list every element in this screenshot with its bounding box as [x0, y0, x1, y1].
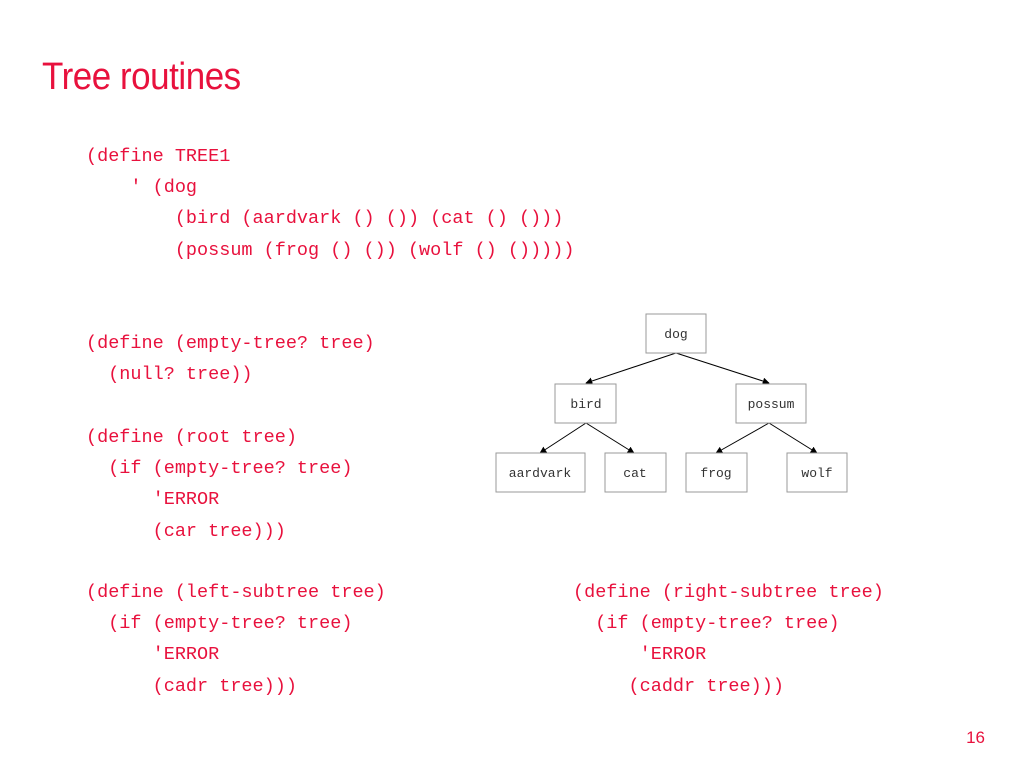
tree-node-label: frog	[700, 466, 731, 481]
tree-node-cat: cat	[604, 452, 667, 493]
code-define-root: (define (root tree) (if (empty-tree? tre…	[86, 427, 353, 542]
slide-title: Tree routines	[42, 56, 241, 98]
tree-node-possum: possum	[735, 383, 807, 424]
edge-possum-wolf	[768, 422, 818, 454]
tree-node-label: dog	[664, 327, 687, 342]
tree-node-label: possum	[748, 397, 795, 412]
tree-node-label: aardvark	[509, 466, 572, 481]
edge-bird-aardvark	[539, 422, 587, 454]
page-number: 16	[966, 728, 985, 747]
tree-node-dog: dog	[645, 313, 707, 354]
edge-dog-bird	[585, 352, 677, 385]
code-define-left-subtree: (define (left-subtree tree) (if (empty-t…	[86, 582, 386, 697]
tree-node-label: cat	[623, 466, 646, 481]
code-define-right-subtree: (define (right-subtree tree) (if (empty-…	[573, 582, 884, 697]
tree-node-label: bird	[570, 397, 601, 412]
tree-node-frog: frog	[685, 452, 748, 493]
tree-node-bird: bird	[554, 383, 617, 424]
edge-possum-frog	[715, 422, 770, 454]
tree-node-label: wolf	[801, 466, 832, 481]
edge-dog-possum	[675, 352, 770, 385]
edge-bird-cat	[585, 422, 635, 454]
code-define-empty-tree: (define (empty-tree? tree) (null? tree))	[86, 333, 375, 386]
tree-node-aardvark: aardvark	[495, 452, 586, 493]
code-define-tree1: (define TREE1 ' (dog (bird (aardvark () …	[86, 146, 575, 261]
tree-node-wolf: wolf	[786, 452, 848, 493]
